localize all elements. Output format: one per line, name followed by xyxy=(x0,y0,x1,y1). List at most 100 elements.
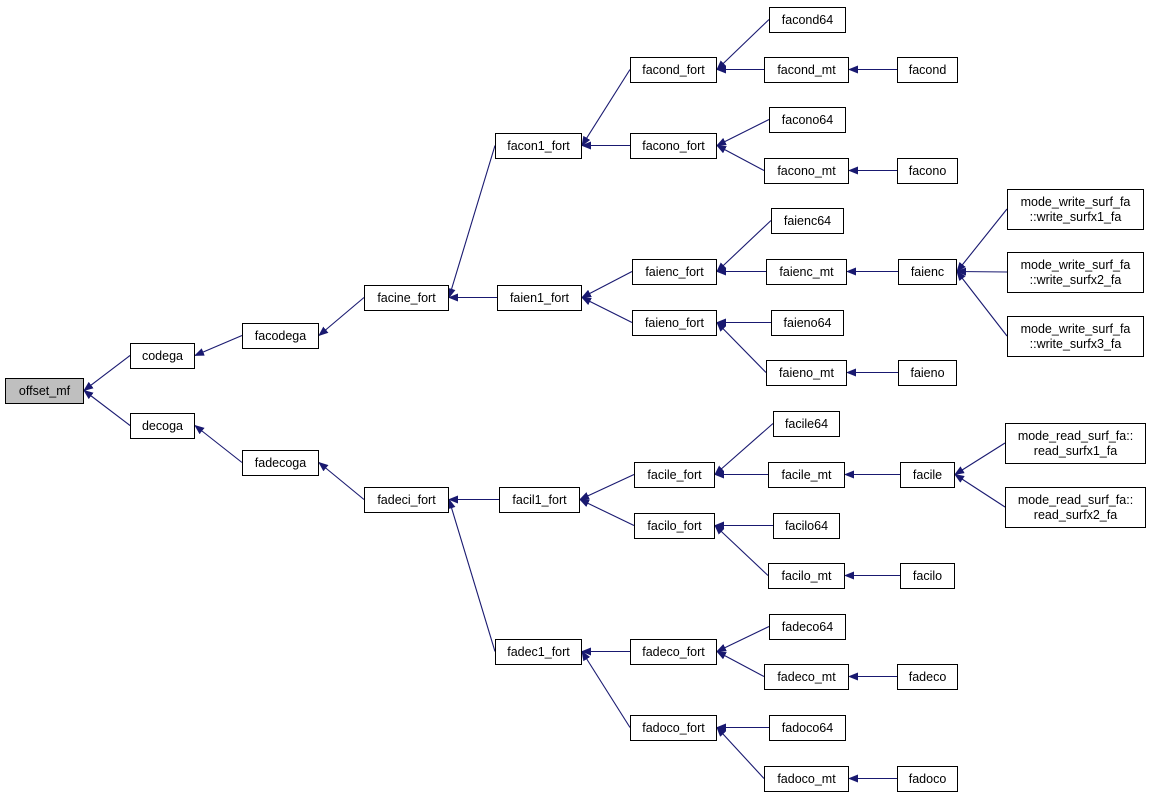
node-box xyxy=(900,563,955,589)
node-fadeco64[interactable]: fadeco64 xyxy=(769,614,846,640)
node-faieno_fort[interactable]: faieno_fort xyxy=(632,310,717,336)
node-facon1_fort[interactable]: facon1_fort xyxy=(495,133,582,159)
node-fadecoga[interactable]: fadecoga xyxy=(242,450,319,476)
node-label: fadoco_fort xyxy=(642,721,705,735)
node-box xyxy=(497,285,582,311)
node-box xyxy=(632,259,717,285)
node-offset_mf[interactable]: offset_mf xyxy=(5,378,84,404)
node-wsurfx2[interactable]: mode_write_surf_fa::write_surfx2_fa xyxy=(1007,252,1144,293)
edge-facilo_fort-to-facil1_fort xyxy=(579,499,635,526)
node-wsurfx1[interactable]: mode_write_surf_fa::write_surfx1_fa xyxy=(1007,189,1144,230)
node-label: facond_fort xyxy=(642,63,705,77)
node-box xyxy=(897,158,958,184)
node-box xyxy=(773,513,840,539)
edge-fadec1_fort-to-fadeci_fort xyxy=(447,498,496,652)
node-faienc64[interactable]: faienc64 xyxy=(771,208,844,234)
node-facil1_fort[interactable]: facil1_fort xyxy=(499,487,580,513)
node-facilo_fort[interactable]: facilo_fort xyxy=(634,513,715,539)
node-facond_fort[interactable]: facond_fort xyxy=(630,57,717,83)
node-facond[interactable]: facond xyxy=(897,57,958,83)
edge-fadeci_fort-to-fadecoga xyxy=(318,461,365,500)
node-codega[interactable]: codega xyxy=(130,343,195,369)
node-label: fadeco64 xyxy=(782,620,833,634)
node-box xyxy=(766,360,847,386)
node-box xyxy=(768,563,845,589)
edge-fadoco_fort-to-fadec1_fort xyxy=(581,650,631,728)
node-fadoco[interactable]: fadoco xyxy=(897,766,958,792)
node-box xyxy=(1007,316,1144,357)
node-label: faieno64 xyxy=(784,316,832,330)
node-facono_fort[interactable]: facono_fort xyxy=(630,133,717,159)
node-facilo[interactable]: facilo xyxy=(900,563,955,589)
node-facono_mt[interactable]: facono_mt xyxy=(764,158,849,184)
node-label: faieno_fort xyxy=(645,316,705,330)
node-label: ::write_surfx1_fa xyxy=(1030,210,1122,224)
node-label: mode_write_surf_fa xyxy=(1021,195,1131,209)
edge-decoga-to-offset_mf xyxy=(83,389,131,426)
node-faieno_mt[interactable]: faieno_mt xyxy=(766,360,847,386)
node-box xyxy=(897,664,958,690)
node-fadeci_fort[interactable]: fadeci_fort xyxy=(364,487,449,513)
node-facono64[interactable]: facono64 xyxy=(769,107,846,133)
node-label: facilo_fort xyxy=(647,519,702,533)
node-facile[interactable]: facile xyxy=(900,462,955,488)
node-facodega[interactable]: facodega xyxy=(242,323,319,349)
node-box xyxy=(1007,252,1144,293)
node-label: faien1_fort xyxy=(510,291,570,305)
node-facine_fort[interactable]: facine_fort xyxy=(364,285,449,311)
node-fadeco_fort[interactable]: fadeco_fort xyxy=(630,639,717,665)
node-fadoco_mt[interactable]: fadoco_mt xyxy=(764,766,849,792)
node-facilo64[interactable]: facilo64 xyxy=(773,513,840,539)
edges-layer xyxy=(83,19,1008,783)
node-fadoco_fort[interactable]: fadoco_fort xyxy=(630,715,717,741)
edge-facono64-to-facono_fort xyxy=(716,119,770,146)
edge-facile64-to-facile_fort xyxy=(714,423,774,476)
node-faieno64[interactable]: faieno64 xyxy=(771,310,844,336)
node-wsurfx3[interactable]: mode_write_surf_fa::write_surfx3_fa xyxy=(1007,316,1144,357)
node-label: mode_read_surf_fa:: xyxy=(1018,493,1133,507)
node-box xyxy=(900,462,955,488)
node-label: fadeci_fort xyxy=(377,493,436,507)
node-box xyxy=(764,57,849,83)
node-faien1_fort[interactable]: faien1_fort xyxy=(497,285,582,311)
node-box xyxy=(634,513,715,539)
node-fadeco[interactable]: fadeco xyxy=(897,664,958,690)
edge-facodega-to-codega xyxy=(194,334,243,357)
node-fadeco_mt[interactable]: fadeco_mt xyxy=(764,664,849,690)
node-label: decoga xyxy=(142,419,183,433)
node-label: faienc64 xyxy=(784,214,831,228)
edge-faienc64-to-faienc_fort xyxy=(716,220,772,273)
edge-facine_fort-to-facodega xyxy=(318,297,365,337)
node-faienc_mt[interactable]: faienc_mt xyxy=(766,259,847,285)
node-decoga[interactable]: decoga xyxy=(130,413,195,439)
edge-fadecoga-to-decoga xyxy=(194,424,243,463)
node-faieno[interactable]: faieno xyxy=(898,360,957,386)
node-facile_fort[interactable]: facile_fort xyxy=(634,462,715,488)
node-rsurfx2[interactable]: mode_read_surf_fa::read_surfx2_fa xyxy=(1005,487,1146,528)
node-fadec1_fort[interactable]: fadec1_fort xyxy=(495,639,582,665)
edge-fadeco_mt-to-fadeco_fort xyxy=(716,651,765,677)
node-label: read_surfx2_fa xyxy=(1034,508,1117,522)
node-rsurfx1[interactable]: mode_read_surf_fa::read_surfx1_fa xyxy=(1005,423,1146,464)
node-box xyxy=(897,766,958,792)
node-label: mode_read_surf_fa:: xyxy=(1018,429,1133,443)
node-facond_mt[interactable]: facond_mt xyxy=(764,57,849,83)
node-box xyxy=(764,664,849,690)
node-facile_mt[interactable]: facile_mt xyxy=(768,462,845,488)
node-facono[interactable]: facono xyxy=(897,158,958,184)
node-fadoco64[interactable]: fadoco64 xyxy=(769,715,846,741)
node-label: fadeco_mt xyxy=(777,670,836,684)
node-label: facond xyxy=(909,63,947,77)
node-box xyxy=(634,462,715,488)
node-faienc_fort[interactable]: faienc_fort xyxy=(632,259,717,285)
node-box xyxy=(495,639,582,665)
node-facond64[interactable]: facond64 xyxy=(769,7,846,33)
node-facilo_mt[interactable]: facilo_mt xyxy=(768,563,845,589)
node-label: fadecoga xyxy=(255,456,306,470)
node-facile64[interactable]: facile64 xyxy=(773,411,840,437)
edge-faieno_mt-to-faieno_fort xyxy=(716,321,767,373)
node-faienc[interactable]: faienc xyxy=(898,259,957,285)
node-label: facile64 xyxy=(785,417,828,431)
node-label: fadeco xyxy=(909,670,947,684)
edge-facon1_fort-to-facine_fort xyxy=(447,145,496,299)
